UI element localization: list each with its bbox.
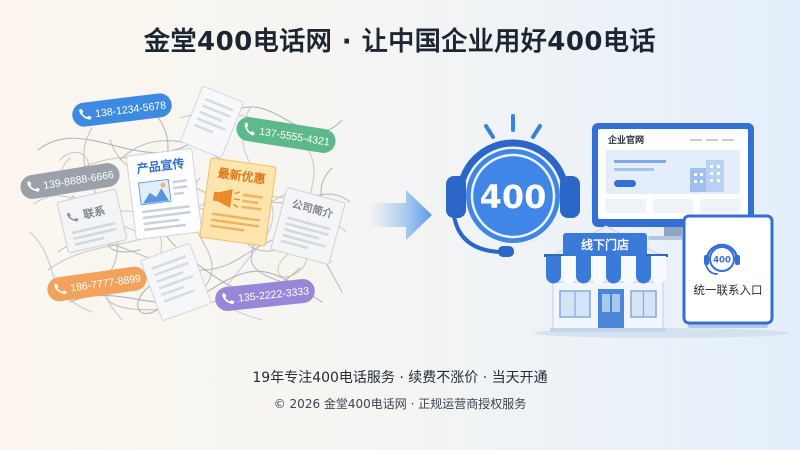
- blank-paper: [140, 243, 212, 321]
- store-icon: 线下门店: [544, 225, 668, 332]
- website-monitor: 企业官网: [592, 123, 754, 240]
- offer-flyer-title: 最新优惠: [217, 165, 267, 187]
- standee-badge: 400: [713, 256, 731, 266]
- headset-icon: 400: [446, 114, 580, 257]
- phone-number-pill: 139-8888-6666: [20, 163, 120, 199]
- phone-number-pill: 135-2222-3333: [215, 279, 315, 311]
- contact-standee: 400 统一联系入口: [682, 214, 774, 328]
- phone-number-pill: 138-1234-5678: [72, 93, 172, 127]
- tagline: 19年专注400电话服务 · 续费不涨价 · 当天开通: [252, 370, 548, 386]
- standee-label: 统一联系入口: [694, 283, 763, 297]
- tangled-line: [69, 270, 323, 304]
- megaphone-icon: [212, 189, 241, 208]
- phone-icon: [222, 293, 235, 305]
- hotline-badge: 400: [480, 178, 547, 216]
- phone-icon: [27, 181, 40, 192]
- phone-icon: [79, 108, 92, 120]
- phone-icon: [54, 283, 67, 295]
- building-icon: [690, 160, 724, 192]
- headset-icon: 400: [704, 243, 740, 275]
- offer-flyer: 最新优惠: [199, 157, 277, 247]
- phone-number-pill: 137-5555-4321: [236, 117, 336, 153]
- arrow-right-icon: [368, 190, 432, 240]
- contact-flyer-title: 联系: [82, 203, 107, 222]
- page-title: 金堂400电话网 · 让中国企业用好400电话: [143, 27, 657, 57]
- website-cta-button: [614, 180, 636, 187]
- image-icon: [137, 178, 172, 206]
- contact-flyer: 联系: [56, 188, 128, 254]
- company-flyer: 公司简介: [270, 187, 346, 265]
- phone-number-pill: 186-7777-8899: [47, 266, 147, 302]
- website-header: 企业官网: [607, 134, 644, 146]
- tangled-line: [29, 231, 93, 313]
- phone-icon: [67, 212, 79, 222]
- footer-copyright: © 2026 金堂400电话网 · 正规运营商授权服务: [273, 397, 527, 411]
- store-sign: [563, 233, 647, 256]
- blank-paper: [180, 86, 244, 158]
- store-sign-label: 线下门店: [581, 237, 629, 252]
- phone-icon: [244, 122, 255, 136]
- product-flyer-title: 产品宣传: [136, 155, 185, 176]
- product-flyer: 产品宣传: [125, 148, 203, 240]
